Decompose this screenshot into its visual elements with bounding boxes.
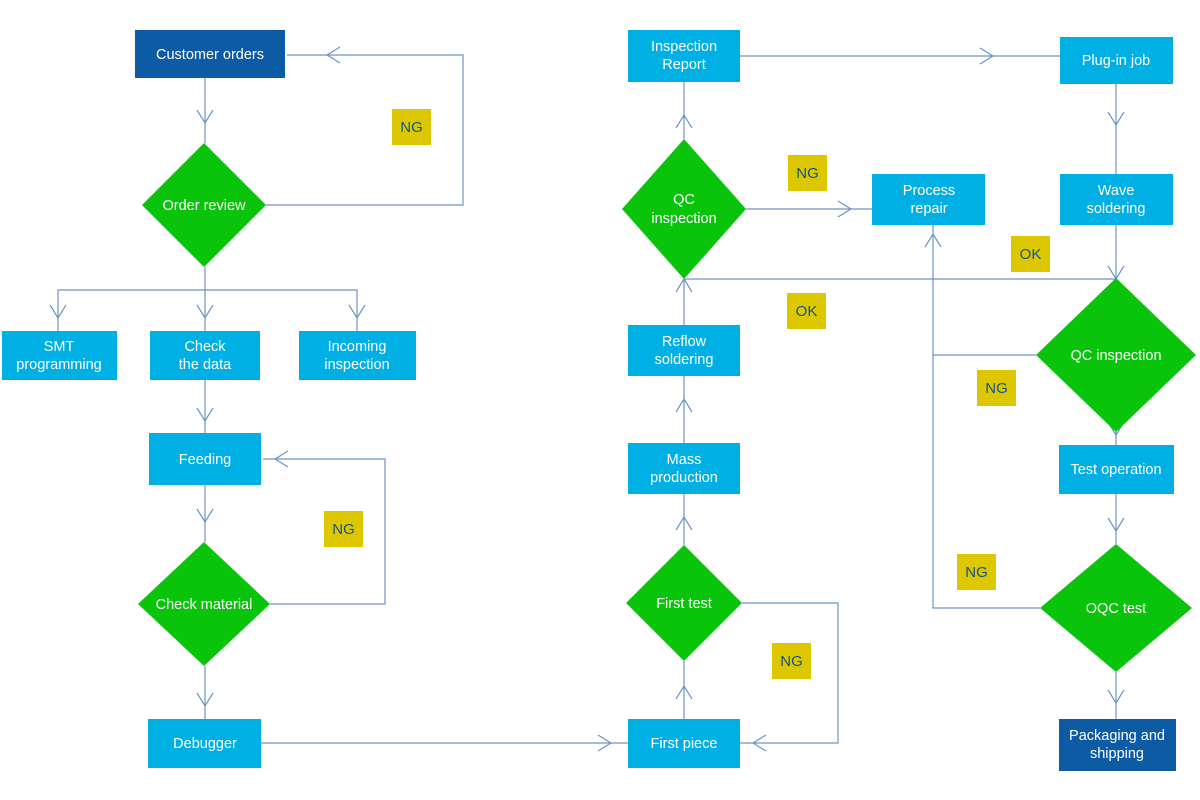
badge-qc-inspection-mid-ok: OK: [787, 293, 826, 329]
node-check-material[interactable]: Check material: [138, 542, 270, 666]
edge-test-operation-to-oqc-test: [1107, 494, 1125, 544]
node-test-operation[interactable]: Test operation: [1059, 445, 1174, 494]
edge-order-review-to-check-the-data: [196, 290, 214, 331]
edge-inspection-report-to-plug-in-job: [740, 47, 1060, 65]
edge-layer: [49, 46, 1125, 752]
badge-background: [787, 293, 826, 329]
node-customer-orders[interactable]: Customer orders: [135, 30, 285, 78]
node-first-piece[interactable]: First piece: [628, 719, 740, 768]
node-shape-process: [149, 433, 261, 485]
node-shape-process: [1060, 37, 1173, 84]
node-shape-process: [150, 331, 260, 380]
node-order-review[interactable]: Order review: [142, 143, 266, 267]
node-plug-in-job[interactable]: Plug-in job: [1060, 37, 1173, 84]
edge-debugger-to-first-piece: [261, 734, 628, 752]
node-wave-soldering[interactable]: Wave soldering: [1060, 174, 1173, 225]
node-oqc-test[interactable]: OQC test: [1040, 544, 1192, 672]
node-shape-decision: [142, 143, 266, 267]
badge-order-review-ng: NG: [392, 109, 431, 145]
edge-plug-in-job-to-wave-soldering: [1107, 84, 1125, 174]
node-reflow-soldering[interactable]: Reflow soldering: [628, 325, 740, 376]
badge-feeding-ng: NG: [324, 511, 363, 547]
node-shape-process: [872, 174, 985, 225]
node-shape-process: [299, 331, 416, 380]
node-layer: Customer orders Order review SMT program…: [2, 30, 1196, 771]
node-shape-process: [1059, 445, 1174, 494]
node-shape-terminator: [135, 30, 285, 78]
edge-customer-orders-to-order-review: [196, 78, 214, 143]
edge-first-test-to-mass-production: [675, 494, 693, 545]
node-packaging-shipping[interactable]: Packaging and shipping: [1059, 719, 1176, 771]
node-process-repair[interactable]: Process repair: [872, 174, 985, 225]
edge-check-material-to-debugger: [196, 666, 214, 719]
edge-feeding-to-check-material: [196, 485, 214, 542]
node-incoming-inspection[interactable]: Incoming inspection: [299, 331, 416, 380]
edge-first-test-ng-to-first-piece: [740, 602, 839, 752]
node-qc-inspection-mid[interactable]: QC inspection: [622, 139, 746, 279]
edge-order-review-to-smt-programming: [49, 267, 206, 331]
node-feeding[interactable]: Feeding: [149, 433, 261, 485]
badge-background: [324, 511, 363, 547]
badge-qc-inspection-mid-ng: NG: [788, 155, 827, 191]
node-shape-decision: [138, 542, 270, 666]
node-qc-inspection-right[interactable]: QC inspection: [1036, 278, 1196, 432]
node-shape-terminator: [1059, 719, 1176, 771]
edge-oqc-test-to-packaging-shipping: [1107, 672, 1125, 719]
node-check-the-data[interactable]: Check the data: [150, 331, 260, 380]
badge-background: [1011, 236, 1050, 272]
node-debugger[interactable]: Debugger: [148, 719, 261, 768]
edge-qc-inspection-mid-ng-to-process-repair: [746, 200, 872, 218]
node-shape-process: [628, 30, 740, 82]
edge-first-piece-to-first-test: [675, 661, 693, 719]
edge-order-review-to-incoming-inspection: [205, 289, 366, 331]
edge-order-review-ng-to-customer-orders: [266, 46, 464, 206]
node-shape-process: [148, 719, 261, 768]
node-first-test[interactable]: First test: [626, 545, 742, 661]
node-smt-programming[interactable]: SMT programming: [2, 331, 117, 380]
edge-check-the-data-to-feeding: [196, 380, 214, 433]
edge-reflow-soldering-to-qc-inspection-mid: [675, 277, 693, 325]
badge-first-test-ng: NG: [772, 643, 811, 679]
node-inspection-report[interactable]: Inspection Report: [628, 30, 740, 82]
badge-background: [977, 370, 1016, 406]
badge-qc-inspection-right-ng: NG: [977, 370, 1016, 406]
edge-mass-production-to-reflow-soldering: [675, 376, 693, 443]
node-shape-decision: [622, 139, 746, 279]
edge-qc-inspection-mid-to-inspection-report: [675, 82, 693, 139]
node-shape-process: [628, 719, 740, 768]
badge-oqc-test-ng: NG: [957, 554, 996, 590]
edge-check-material-ng-to-feeding: [263, 450, 386, 605]
badge-background: [392, 109, 431, 145]
badge-background: [957, 554, 996, 590]
node-shape-process: [2, 331, 117, 380]
node-shape-process: [1060, 174, 1173, 225]
badge-background: [788, 155, 827, 191]
node-shape-decision: [1040, 544, 1192, 672]
node-shape-decision: [1036, 278, 1196, 432]
edge-oqc-test-ng-to-process-repair: [932, 355, 1040, 609]
badge-wave-soldering-ok: OK: [1011, 236, 1050, 272]
node-shape-decision: [626, 545, 742, 661]
node-mass-production[interactable]: Mass production: [628, 443, 740, 494]
node-shape-process: [628, 325, 740, 376]
node-shape-process: [628, 443, 740, 494]
edge-qc-inspection-mid-ok-to-qc-inspection-right: [684, 265, 1125, 281]
badge-background: [772, 643, 811, 679]
